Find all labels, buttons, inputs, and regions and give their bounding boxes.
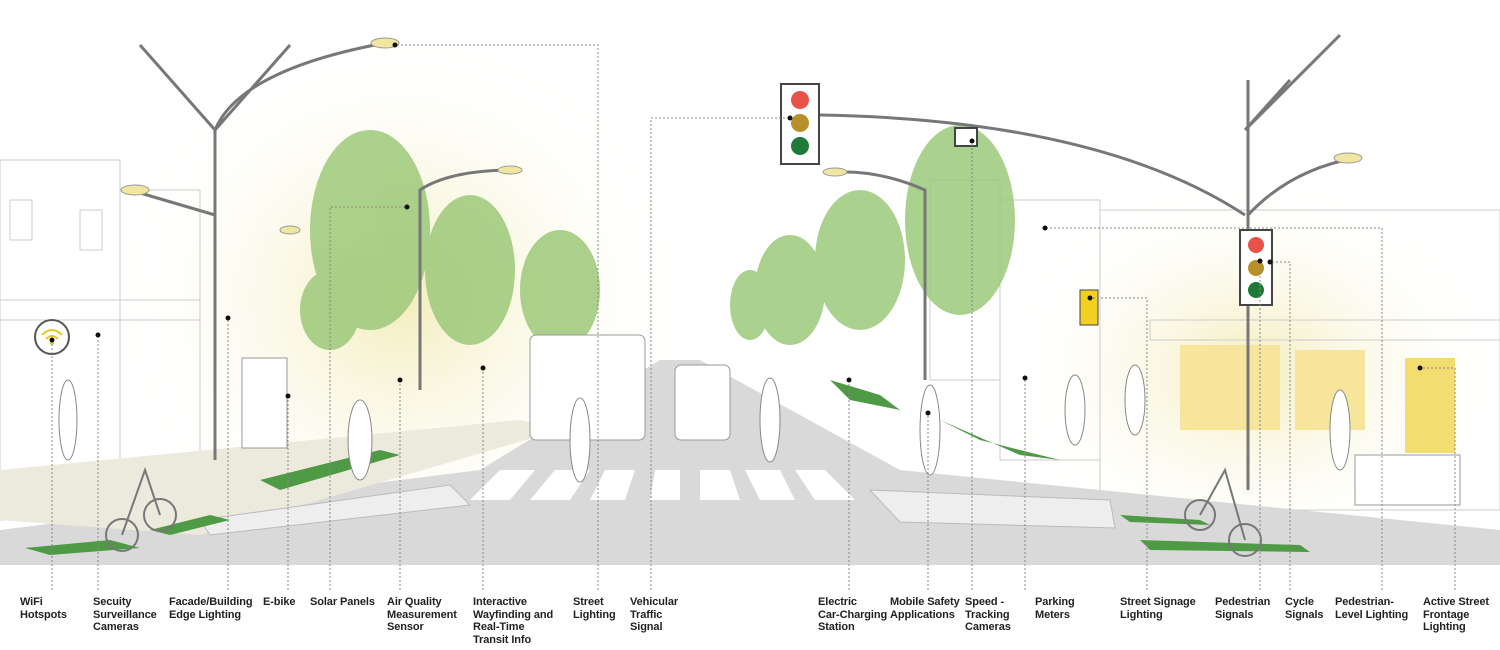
label-mobile-safety: Mobile Safety Applications	[890, 596, 960, 621]
leader-traffic-signal	[650, 117, 790, 590]
label-security-cameras: Secuity Surveillance Cameras	[93, 596, 157, 633]
label-street-lighting: Street Lighting	[573, 596, 616, 621]
vehicular-traffic-signal	[780, 83, 820, 165]
leader-ped-lighting	[1045, 227, 1383, 590]
leader-dots	[49, 42, 1423, 416]
island-left	[199, 484, 472, 536]
label-pedestrian-signals: Pedestrian Signals	[1215, 596, 1271, 621]
cyclists	[105, 466, 1262, 557]
label-ebike: E-bike	[263, 596, 296, 608]
label-ev-charging: Electric Car-Charging Station	[818, 596, 888, 633]
label-facade-lighting: Facade/Building Edge Lighting	[169, 596, 253, 621]
transit-kiosk	[241, 357, 288, 449]
label-frontage-lighting: Active Street Frontage Lighting	[1423, 596, 1489, 633]
median	[868, 489, 1116, 529]
label-wifi-hotspots: WiFi Hotspots	[20, 596, 67, 621]
label-pedestrian-lighting: Pedestrian- Level Lighting	[1335, 596, 1409, 621]
leader-street-lighting	[395, 44, 599, 590]
bike-station	[1354, 454, 1461, 506]
car	[674, 364, 731, 441]
pedestrians	[58, 364, 1351, 483]
street-sign	[1079, 289, 1099, 326]
pedestrian-signal	[1239, 229, 1273, 306]
label-traffic-signal: Vehicular Traffic Signal	[630, 596, 679, 633]
lamp-heads	[120, 37, 1363, 235]
label-parking-meters: Parking Meters	[1035, 596, 1075, 621]
leader-cycle	[1270, 261, 1291, 590]
label-solar-panels: Solar Panels	[310, 596, 375, 608]
label-signage-lighting: Street Signage Lighting	[1120, 596, 1196, 621]
leader-frontage	[1420, 367, 1456, 590]
trees	[300, 125, 1015, 350]
label-air-quality: Air Quality Measurement Sensor	[387, 596, 457, 633]
speed-camera	[954, 127, 978, 147]
label-speed-cameras: Speed - Tracking Cameras	[965, 596, 1011, 633]
wifi-icon	[34, 319, 70, 355]
leader-signage	[1090, 297, 1148, 590]
crosswalk	[470, 470, 855, 500]
label-wayfinding: Interactive Wayfinding and Real-Time Tra…	[473, 596, 554, 646]
label-cycle-signals: Cycle Signals	[1285, 596, 1324, 621]
